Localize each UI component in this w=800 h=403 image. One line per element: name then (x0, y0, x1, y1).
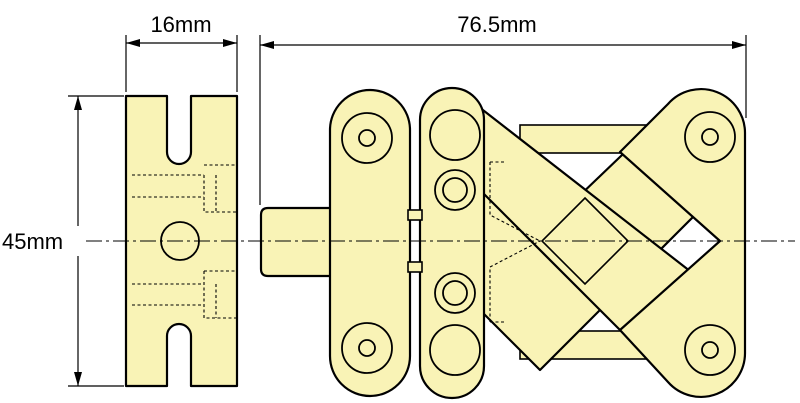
shaft (259, 206, 340, 278)
dimension-length-front: 76.5mm (259, 12, 747, 205)
arm-hidden-lower (489, 240, 541, 323)
spacer-lower (407, 261, 423, 273)
rivet-right-bottom-inner (701, 341, 719, 359)
dimension-width-side: 16mm (125, 12, 238, 92)
rivet-mid-top (429, 109, 481, 161)
side-view-hidden-lower (132, 270, 237, 319)
rivet-mid-lower-inner (442, 280, 468, 306)
rivet-right-top-inner (701, 128, 719, 146)
dimension-label-width-side: 16mm (150, 12, 211, 37)
middle-link-plate (418, 86, 486, 400)
spacer-upper (407, 209, 423, 221)
rivet-mid-upper-inner (442, 177, 468, 203)
left-link-plate (328, 88, 412, 398)
dimension-label-height-side: 45mm (2, 229, 63, 254)
rivets (341, 109, 736, 376)
dimension-label-length-front: 76.5mm (457, 12, 536, 37)
arm-hidden-upper (489, 161, 541, 242)
rivet-left-top-inner (358, 129, 376, 147)
side-view-hidden-upper (132, 164, 237, 213)
rivet-left-bottom-inner (358, 339, 376, 357)
rivet-mid-bottom (429, 324, 481, 376)
front-view (259, 86, 747, 400)
dimension-height-side: 45mm (2, 95, 124, 387)
right-link-plate (618, 87, 747, 399)
